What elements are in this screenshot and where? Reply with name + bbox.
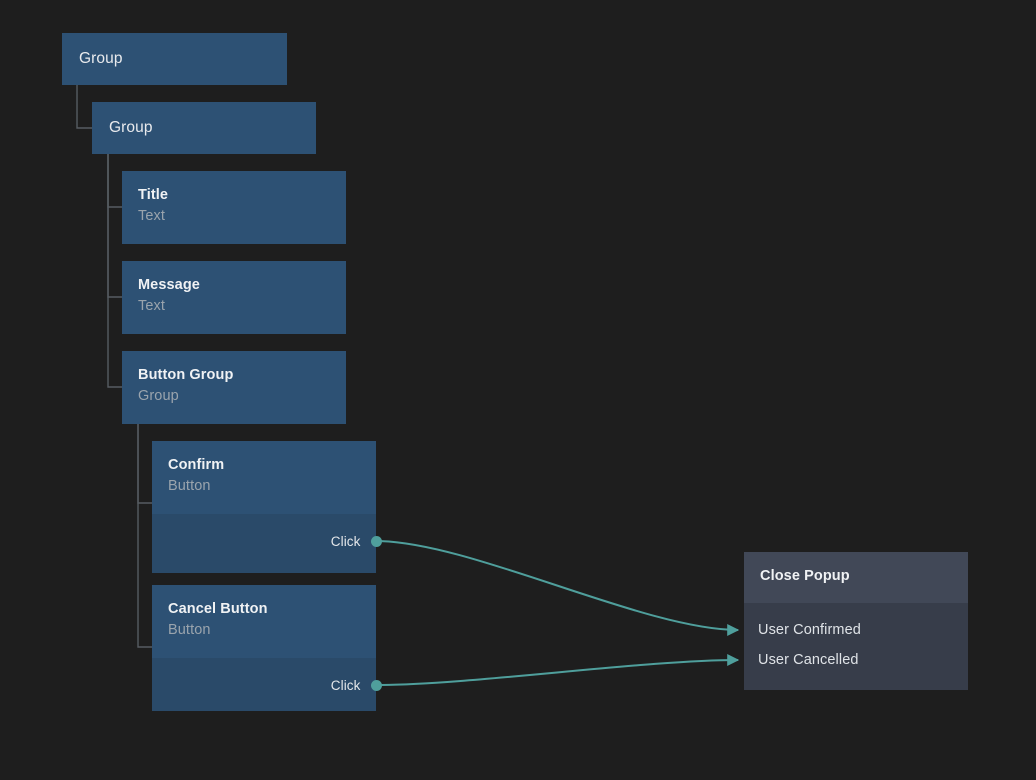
- node-subtitle: Button: [168, 622, 211, 638]
- input-port-close-popup-0[interactable]: User Confirmed: [744, 615, 968, 645]
- tree-connector-buttongroup-to-cancel: [137, 424, 152, 648]
- input-port-label: User Confirmed: [758, 622, 861, 638]
- node-subtitle: Text: [138, 298, 165, 314]
- node-header-group-root[interactable]: Group: [62, 33, 287, 85]
- edge-cancel-click-to-user-cancelled[interactable]: [375, 654, 740, 686]
- output-port-label: Click: [330, 533, 361, 549]
- input-port-close-popup-1[interactable]: User Cancelled: [744, 645, 968, 675]
- output-port-dot-icon[interactable]: [370, 679, 382, 691]
- node-subtitle: Group: [138, 388, 179, 404]
- node-title: Confirm: [168, 457, 225, 473]
- input-port-label: User Cancelled: [758, 652, 859, 668]
- node-title: Group: [109, 119, 153, 136]
- tree-connector-group-to-buttongroup: [107, 154, 122, 388]
- tree-connector-root-to-group: [76, 85, 92, 129]
- tree-connector-buttongroup-to-confirm: [137, 424, 152, 504]
- node-title: Message: [138, 277, 200, 293]
- output-port-dot-icon[interactable]: [370, 535, 382, 547]
- tree-connector-group-to-message: [107, 154, 122, 298]
- node-subtitle: Button: [168, 478, 211, 494]
- node-body-confirm-button: Click: [152, 514, 382, 573]
- node-title: Cancel Button: [168, 601, 268, 617]
- node-header-group-child[interactable]: Group: [92, 102, 316, 154]
- output-port-label: Click: [330, 677, 361, 693]
- node-title: Group: [79, 50, 123, 67]
- node-title-block: Group: [79, 50, 123, 68]
- node-body-cancel-button: Click: [152, 658, 382, 711]
- node-subtitle: Text: [138, 208, 165, 224]
- node-title: Close Popup: [760, 568, 850, 584]
- output-port-confirm-button-0[interactable]: Click: [330, 532, 382, 550]
- node-title-block: Close Popup: [760, 566, 952, 586]
- node-group-root[interactable]: Group: [62, 33, 287, 85]
- node-title: Title: [138, 187, 169, 203]
- edge-confirm-click-to-user-confirmed[interactable]: [375, 540, 740, 636]
- node-group-child[interactable]: Group: [92, 102, 316, 154]
- output-port-cancel-button-0[interactable]: Click: [330, 676, 382, 694]
- tree-connector-group-to-title: [107, 154, 122, 208]
- node-title: Button Group: [138, 367, 234, 383]
- node-title-block: Group: [109, 119, 153, 137]
- node-header-close-popup[interactable]: Close Popup: [744, 552, 968, 603]
